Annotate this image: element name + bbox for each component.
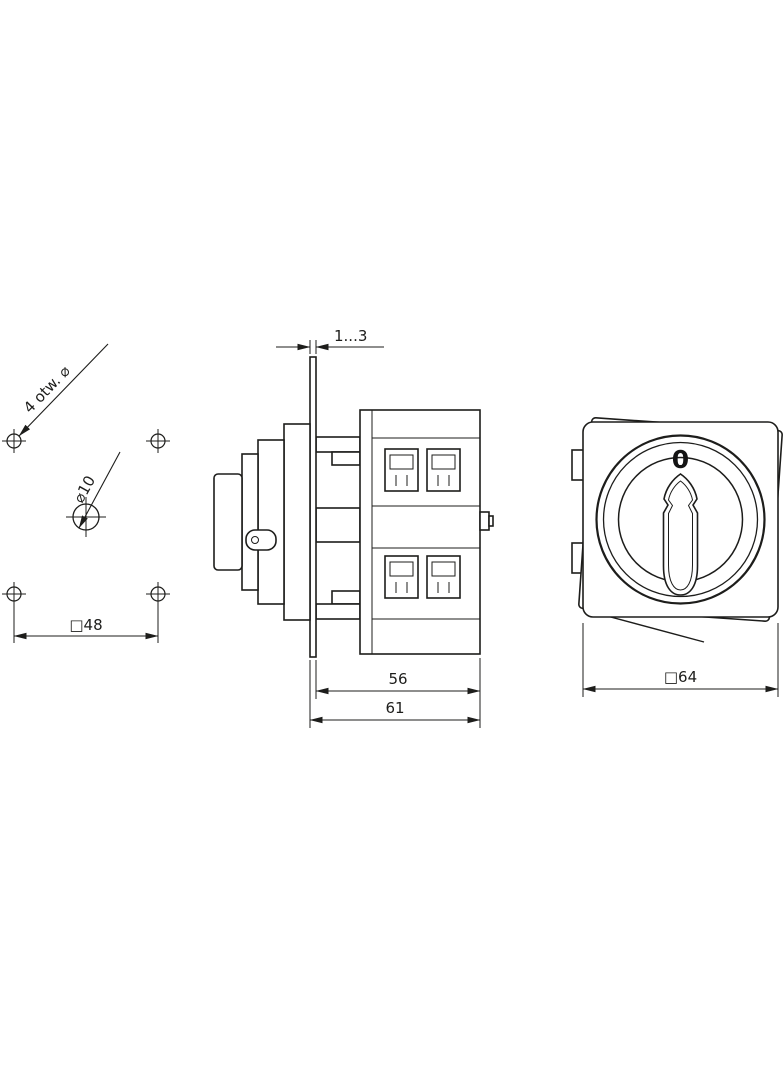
mounting-hole-bottom-left [2, 582, 26, 606]
terminal-block [384, 448, 419, 492]
side-view: 1...3 56 61 [213, 327, 494, 728]
dimension-64-label: □64 [664, 668, 697, 686]
dimension-56-label: 56 [388, 670, 407, 688]
clamp-top-step [331, 451, 361, 466]
center-hole-label: ⌀10 [70, 473, 99, 506]
dimension-64: □64 [582, 623, 779, 697]
knob-position-0-label: 0 [672, 445, 689, 474]
terminal-block [384, 555, 419, 599]
mounting-hole-top-right [146, 429, 170, 453]
hole-pattern-view: 4 otw. ⌀ ⌀10 □48 [2, 343, 170, 643]
dimension-panel-thickness: 1...3 [276, 327, 384, 354]
hole-count-label: 4 otw. ⌀ [20, 362, 74, 417]
clamp-top [315, 436, 361, 453]
terminal-block [426, 448, 461, 492]
dimension-61: 61 [309, 660, 481, 728]
dimension-48: □48 [13, 603, 159, 643]
dimension-panel-thickness-label: 1...3 [334, 327, 367, 345]
clamp-bottom-step [331, 590, 361, 605]
dimension-48-label: □48 [69, 616, 102, 634]
dimension-56: 56 [315, 658, 481, 699]
front-bezel [241, 453, 259, 591]
switch-body [359, 409, 481, 655]
knob-handle-inner-line [667, 480, 694, 591]
shaft-housing [315, 507, 361, 543]
panel-latch [245, 529, 277, 551]
front-view: 0 □64 [571, 417, 783, 697]
mounting-hole-top-left [2, 429, 26, 453]
center-hole-leader-line [78, 451, 121, 529]
front-ring [257, 439, 285, 605]
shaft-end [479, 511, 494, 531]
adapter-flange [283, 423, 311, 621]
clamp-bottom [315, 603, 361, 620]
bezel-inner-circle [602, 441, 759, 598]
mounting-hole-bottom-right [146, 582, 170, 606]
mounting-plate [309, 356, 317, 658]
hole-count-leader-line [18, 343, 109, 437]
terminal-block [426, 555, 461, 599]
dimension-61-label: 61 [385, 699, 404, 717]
knob-side [213, 473, 243, 571]
